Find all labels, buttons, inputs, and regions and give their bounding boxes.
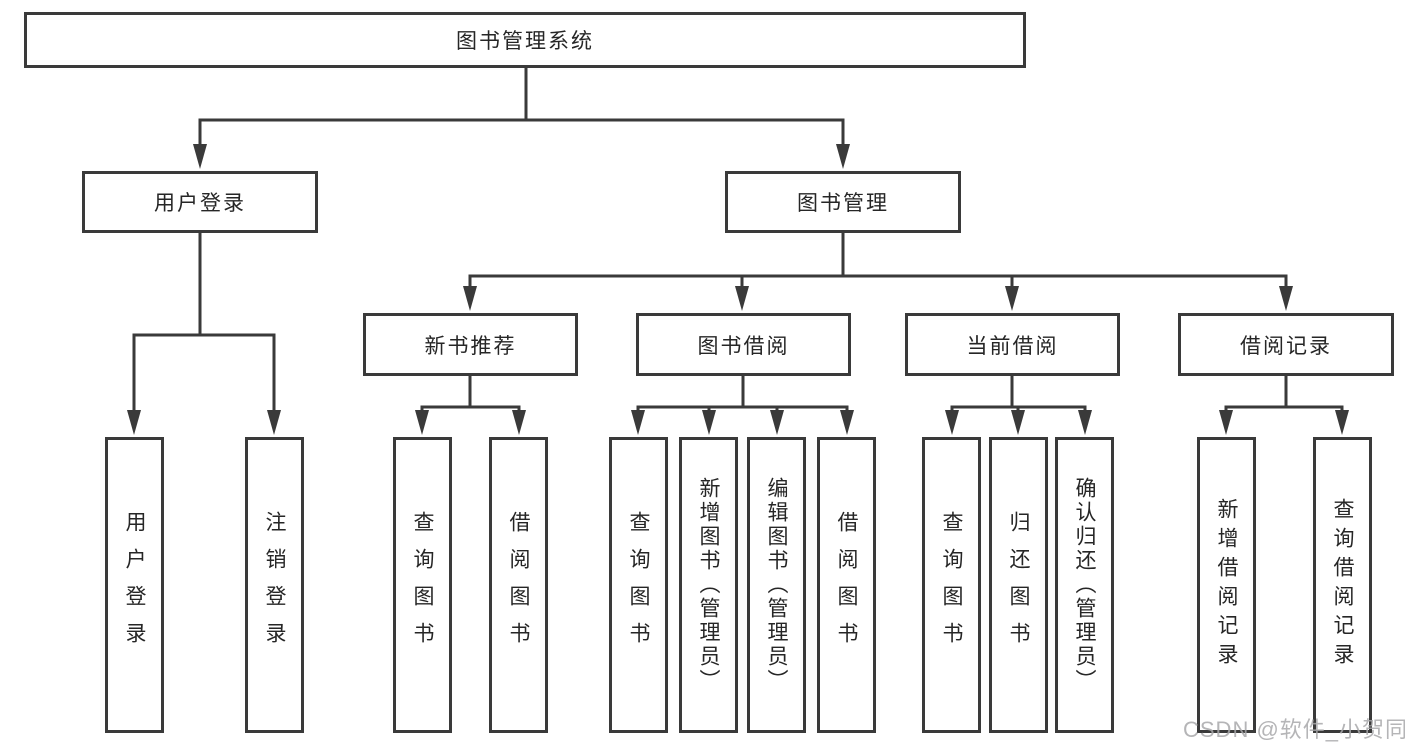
node-leaf-query-books-borrow: 查询图书: [609, 437, 668, 733]
node-book-management: 图书管理: [725, 171, 961, 233]
node-leaf-borrow-books-recommend: 借阅图书: [489, 437, 548, 733]
node-book-management-system: 图书管理系统: [24, 12, 1026, 68]
node-user-login: 用户登录: [82, 171, 318, 233]
node-leaf-logout: 注销登录: [245, 437, 304, 733]
csdn-watermark: CSDN @软件_小贺同学: [1183, 717, 1405, 742]
node-leaf-add-book-admin: 新增图书（管理员）: [679, 437, 738, 733]
node-leaf-query-borrow-record: 查询借阅记录: [1313, 437, 1372, 733]
node-new-book-recommend: 新书推荐: [363, 313, 578, 376]
node-leaf-confirm-return-admin: 确认归还（管理员）: [1055, 437, 1114, 733]
node-borrowing-records: 借阅记录: [1178, 313, 1394, 376]
node-leaf-query-books-recommend: 查询图书: [393, 437, 452, 733]
node-current-borrowing: 当前借阅: [905, 313, 1120, 376]
node-leaf-query-books-current: 查询图书: [922, 437, 981, 733]
node-leaf-borrow-books: 借阅图书: [817, 437, 876, 733]
node-book-borrowing: 图书借阅: [636, 313, 851, 376]
node-leaf-user-login: 用户登录: [105, 437, 164, 733]
node-leaf-return-book: 归还图书: [989, 437, 1048, 733]
arrowheads: [127, 144, 1349, 435]
node-leaf-edit-book-admin: 编辑图书（管理员）: [747, 437, 806, 733]
node-leaf-add-borrow-record: 新增借阅记录: [1197, 437, 1256, 733]
